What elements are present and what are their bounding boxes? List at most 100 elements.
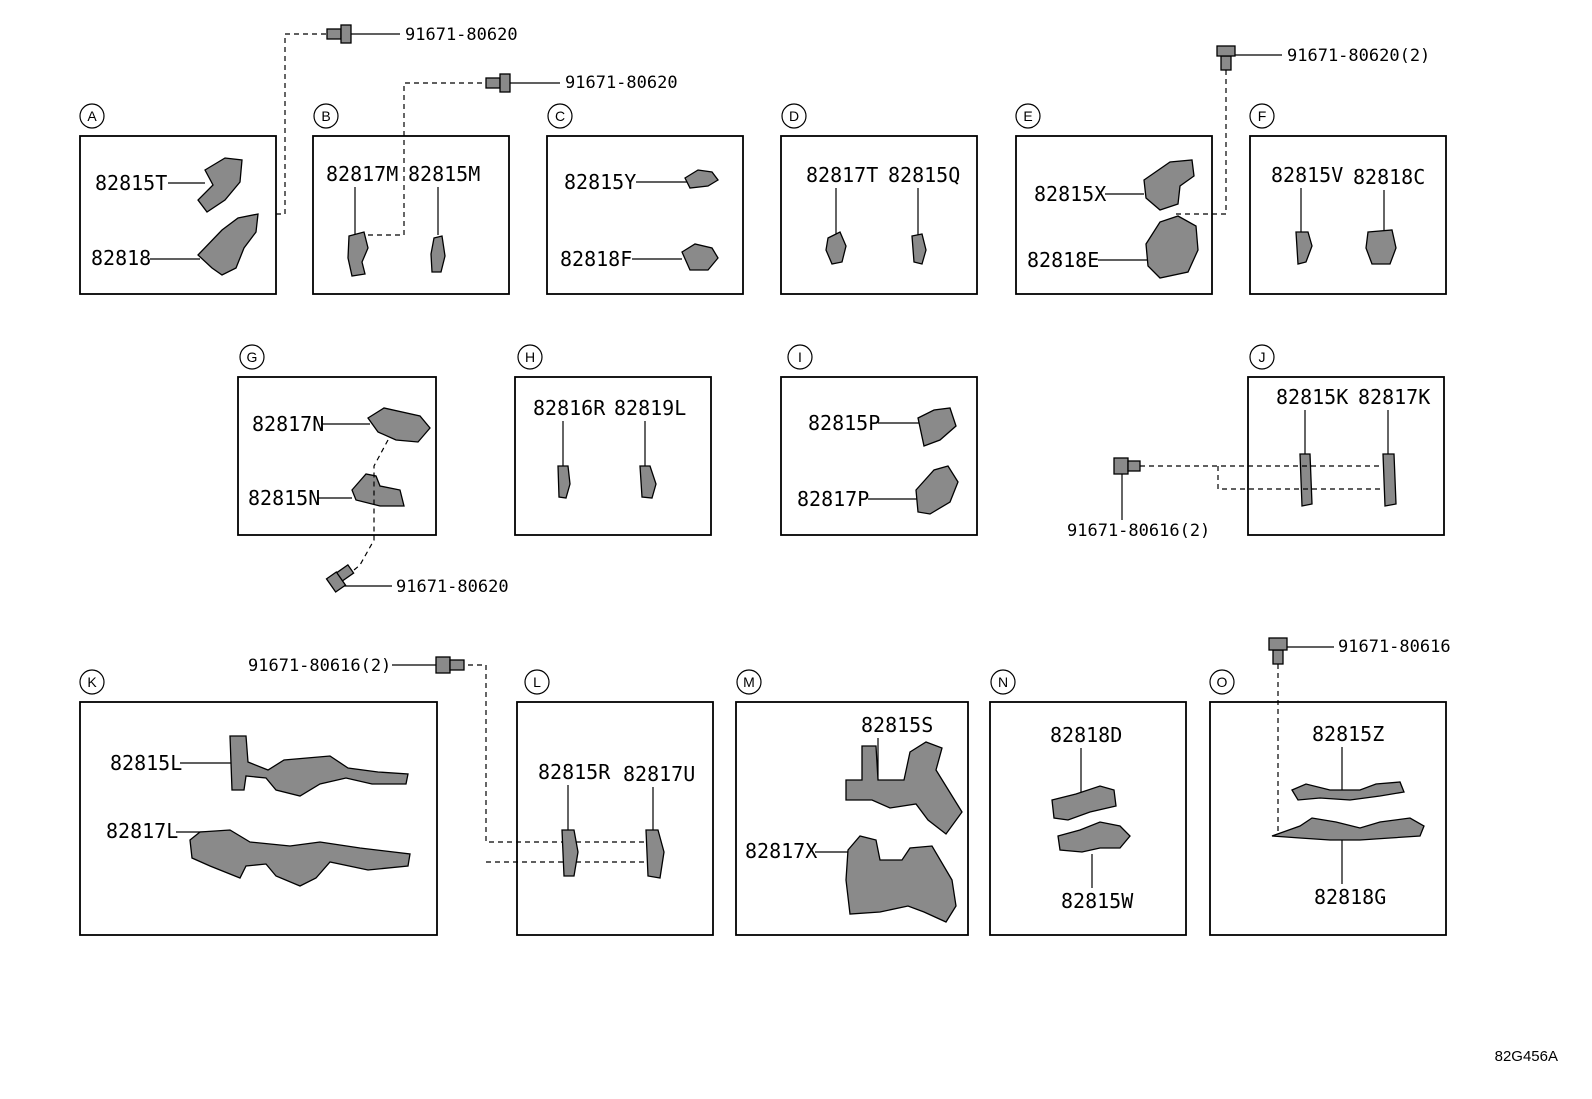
bolt-label-j: 91671-80616(2) xyxy=(1067,521,1210,541)
panel-l-frame xyxy=(516,701,714,936)
panel-a-marker xyxy=(79,103,105,129)
panel-e: E 82815X 82818E xyxy=(1015,103,1213,295)
bolt-group-g: 91671-80620 xyxy=(325,439,509,597)
bolt-group-j: 91671-80616(2) xyxy=(1067,457,1380,541)
part-82815z xyxy=(1291,781,1405,801)
part-82818c xyxy=(1365,229,1397,265)
bolt-icon xyxy=(435,656,451,674)
part-label-82818f: 82818F xyxy=(560,247,632,271)
bolt-icon xyxy=(1113,457,1129,475)
part-label-82815n: 82815N xyxy=(248,486,320,510)
bolt-group-o: 91671-80616 xyxy=(1268,637,1451,834)
part-82815k xyxy=(1299,453,1313,507)
part-label-82815y: 82815Y xyxy=(564,170,636,194)
panel-l-letter: L xyxy=(533,674,541,690)
bolt-group-e: 91671-80620(2) xyxy=(1176,45,1430,215)
part-82817p xyxy=(915,465,959,515)
part-label-82818e: 82818E xyxy=(1027,248,1099,272)
bolt-a-shank xyxy=(326,28,342,40)
panel-c-frame xyxy=(546,135,744,295)
bolt-label-b: 91671-80620 xyxy=(565,73,678,93)
bolt-label-a: 91671-80620 xyxy=(405,25,518,45)
panel-o-frame xyxy=(1209,701,1447,936)
panel-n-frame xyxy=(989,701,1187,936)
panel-a: A 82815T 82818 xyxy=(79,103,277,295)
part-label-82815v: 82815V xyxy=(1271,163,1343,187)
part-label-82817u: 82817U xyxy=(623,762,695,786)
part-82815y xyxy=(684,169,719,189)
part-82817x xyxy=(845,835,957,923)
panel-c: C 82815Y 82818F xyxy=(546,103,744,295)
part-label-82815z: 82815Z xyxy=(1312,722,1384,746)
panel-a-frame xyxy=(79,135,277,295)
panel-h: H 82816R 82819L xyxy=(514,344,712,536)
panel-k-letter: K xyxy=(87,674,97,690)
part-label-82818d: 82818D xyxy=(1050,723,1122,747)
part-label-82815t: 82815T xyxy=(95,171,167,195)
bolt-group-b: 91671-80620 xyxy=(368,73,678,236)
bolt-group-a: 91671-80620 xyxy=(276,24,518,215)
part-82815m xyxy=(430,235,446,273)
part-82815w xyxy=(1057,821,1131,853)
part-label-82817n: 82817N xyxy=(252,412,324,436)
part-82815n xyxy=(351,473,405,507)
part-label-82817x: 82817X xyxy=(745,839,817,863)
panel-g-frame xyxy=(237,376,437,536)
part-82817l xyxy=(189,829,411,887)
panel-d: D 82817T 82815Q xyxy=(780,103,978,295)
panel-o-letter: O xyxy=(1217,674,1228,690)
panel-d-frame xyxy=(780,135,978,295)
bolt-icon xyxy=(499,73,511,93)
part-82818f xyxy=(681,243,719,271)
part-label-82815w: 82815W xyxy=(1061,889,1134,913)
panel-i-letter: I xyxy=(798,349,802,365)
panel-i-frame xyxy=(780,376,978,536)
bolt-icon xyxy=(340,24,352,44)
part-82817t xyxy=(825,231,847,265)
panel-d-letter: D xyxy=(789,108,799,124)
part-82818 xyxy=(197,213,259,276)
part-82818d xyxy=(1051,785,1117,821)
bolt-icon xyxy=(325,571,347,593)
part-label-82815l: 82815L xyxy=(110,751,182,775)
panel-m-frame xyxy=(735,701,969,936)
part-82815l xyxy=(229,735,409,797)
panel-e-frame xyxy=(1015,135,1213,295)
bolt-label-k: 91671-80616(2) xyxy=(248,656,391,676)
part-label-82815q: 82815Q xyxy=(888,163,960,187)
panel-i: I 82815P 82817P xyxy=(780,344,978,536)
part-label-82819l: 82819L xyxy=(614,396,686,420)
panel-g-letter: G xyxy=(247,349,258,365)
panel-b-frame xyxy=(312,135,510,295)
panel-c-letter: C xyxy=(555,108,565,124)
part-82818g xyxy=(1271,817,1425,841)
part-label-82817t: 82817T xyxy=(806,163,878,187)
panel-n: N 82818D 82815W xyxy=(989,669,1187,936)
part-label-82815x: 82815X xyxy=(1034,182,1106,206)
panel-j-letter: J xyxy=(1259,349,1266,365)
part-label-82818c: 82818C xyxy=(1353,165,1425,189)
part-label-82816r: 82816R xyxy=(533,396,606,420)
bolt-label-e: 91671-80620(2) xyxy=(1287,46,1430,66)
part-label-82815s: 82815S xyxy=(861,713,933,737)
panel-j: J 82815K 82817K xyxy=(1247,344,1445,536)
part-82815r xyxy=(561,829,579,877)
part-label-82815r: 82815R xyxy=(538,760,611,784)
panel-g: G 82817N 82815N xyxy=(237,344,437,536)
bolt-label-g: 91671-80620 xyxy=(396,577,509,597)
diagram-reference-code: 82G456A xyxy=(1494,1048,1558,1065)
part-label-82818: 82818 xyxy=(91,246,151,270)
part-82817k xyxy=(1382,453,1397,507)
part-82815q xyxy=(911,233,927,265)
panel-f-frame xyxy=(1249,135,1447,295)
part-82819l xyxy=(639,465,657,499)
bolt-icon xyxy=(1216,45,1236,57)
panel-f-letter: F xyxy=(1258,108,1267,124)
panel-b-letter: B xyxy=(321,108,330,124)
panel-j-frame xyxy=(1247,376,1445,536)
bolt-group-k: 91671-80616(2) xyxy=(248,656,644,863)
part-label-82815m: 82815M xyxy=(408,162,480,186)
panel-b: B 82817M 82815M xyxy=(312,103,510,295)
part-82815s xyxy=(845,741,963,835)
